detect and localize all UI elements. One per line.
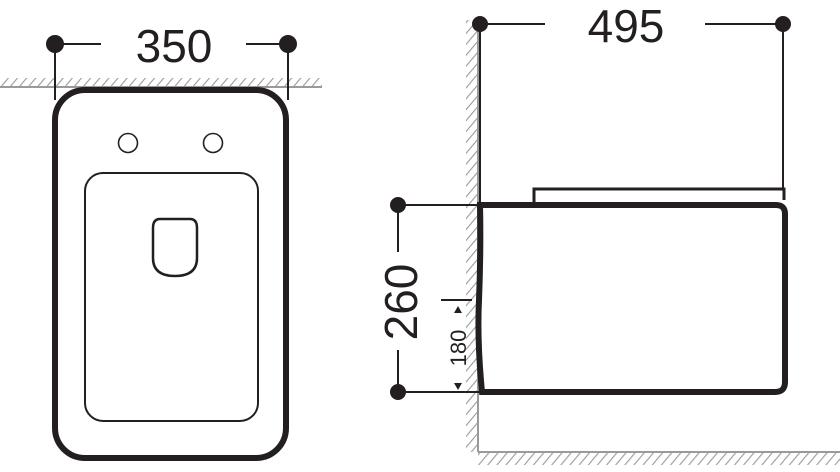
floor-hatch (478, 453, 840, 465)
seat-lid-profile (532, 187, 786, 204)
dimension-endpoint (775, 16, 791, 32)
dimension-endpoint (46, 35, 64, 53)
front-view: 350 (0, 20, 322, 461)
mounting-hole-right (202, 132, 224, 154)
body-profile (475, 202, 788, 395)
wall-hatch-top (0, 78, 322, 86)
bowl-opening (151, 217, 199, 278)
dimension-endpoint (279, 35, 297, 53)
wall-hatch (466, 20, 477, 452)
arrow-down-icon (454, 383, 462, 390)
arrow-up-icon (454, 306, 462, 313)
side-view: 495 260 180 (375, 0, 840, 465)
bowl-outline (52, 87, 289, 461)
outlet-height-label: 180 (446, 330, 471, 367)
dimension-endpoint (390, 384, 406, 400)
depth-dimension (472, 16, 791, 203)
outlet-height-dimension (441, 299, 472, 390)
height-label: 260 (375, 264, 427, 341)
dimension-endpoint (390, 197, 406, 213)
depth-label: 495 (588, 0, 665, 52)
width-label: 350 (136, 20, 213, 72)
dimension-endpoint (472, 16, 488, 32)
width-dimension (46, 35, 297, 100)
mounting-hole-left (117, 132, 139, 154)
height-dimension (390, 197, 480, 400)
seat-outline (84, 172, 259, 422)
